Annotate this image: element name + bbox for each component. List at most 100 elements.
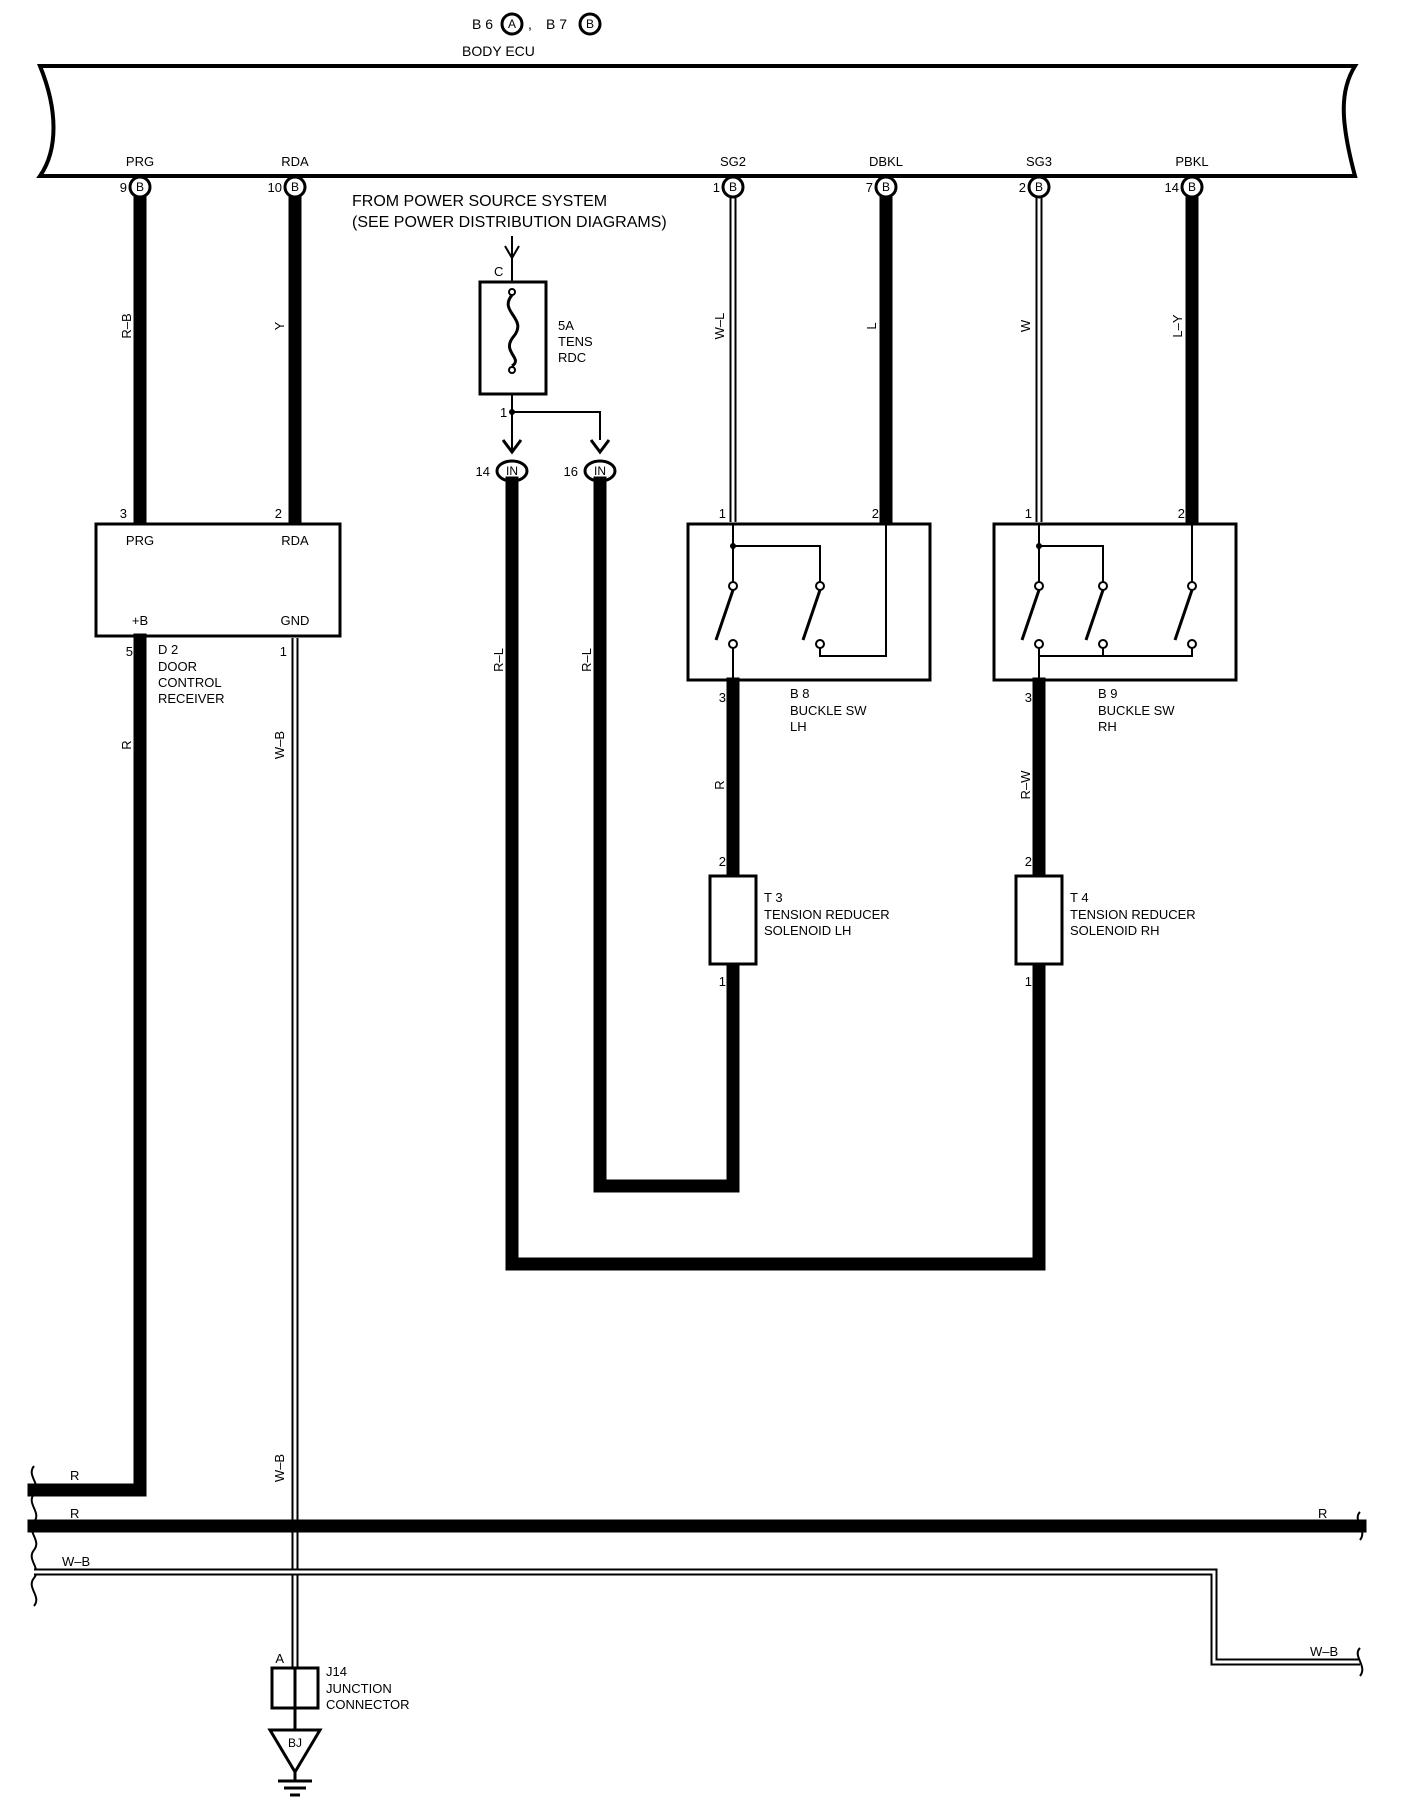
ecu-connector-header: B 6 A , B 7 B BODY ECU (462, 12, 602, 59)
receiver-pin-name: PRG (126, 533, 154, 548)
switch-contact (815, 639, 825, 649)
junction-connector-name-2: CONNECTOR (326, 1697, 410, 1712)
buckle-pin: 3 (1025, 690, 1032, 705)
connector-type-badge (283, 175, 307, 199)
receiver-name-2: CONTROL (158, 675, 222, 690)
receiver-name-3: RECEIVER (158, 691, 224, 706)
receiver-pin-name: +B (132, 613, 148, 628)
connector-type-label: B (586, 17, 594, 31)
wire-color-label: W–B (272, 731, 287, 759)
buckle-pin: 2 (1178, 506, 1185, 521)
switch-contact (1098, 581, 1108, 591)
junction-label: IN (594, 464, 606, 478)
wire-color-labels-top: R–B Y W–L L W L–Y (119, 313, 1185, 340)
junction-pin: 16 (564, 464, 578, 479)
receiver-box (94, 522, 342, 638)
switch-contact (728, 581, 738, 591)
solenoid-pin: 2 (1025, 854, 1032, 869)
fuse-amp: 5A (558, 318, 574, 333)
solenoid-code: T 3 (764, 890, 783, 905)
connector-type-badge (721, 175, 745, 199)
switch-blade-icon (714, 589, 735, 641)
switch-contact (815, 581, 825, 591)
ecu-pin-number: 9 (120, 180, 127, 195)
connector-type-label: B (1035, 180, 1043, 194)
wire-in16-rl (593, 476, 740, 1193)
fuse-in-pin: C (494, 264, 503, 279)
buckle-box-lh (686, 522, 932, 682)
bus-left-breaks (30, 1465, 38, 1607)
junction-in-16: 16 IN (564, 459, 617, 483)
connector-type-label: B (729, 180, 737, 194)
solenoid-pin: 1 (719, 974, 726, 989)
solenoid-pin: 1 (1025, 974, 1032, 989)
connector-type-label: B (882, 180, 890, 194)
wire-color-label: W–B (1310, 1644, 1338, 1659)
solenoid-rh: 2 1 T 4 TENSION REDUCER SOLENOID RH (1014, 854, 1196, 989)
wire-color-label: Y (272, 321, 287, 330)
ecu-pin-name: DBKL (869, 154, 903, 169)
door-control-receiver: 3 2 PRG RDA +B GND 5 1 D 2 DOOR CONTROL … (94, 506, 342, 706)
connector-type-label: B (291, 180, 299, 194)
wire-color-label: R (712, 780, 727, 789)
junction-in-14: 14 IN (476, 459, 529, 483)
solenoid-name-2: SOLENOID LH (764, 923, 851, 938)
switch-blade-icon (1020, 589, 1041, 641)
connector-type-badge (128, 175, 152, 199)
junction-label: IN (506, 464, 518, 478)
receiver-pin-name: GND (281, 613, 310, 628)
bus-wb (34, 1568, 1360, 1666)
connector-type-badge (874, 175, 898, 199)
connector-type-badge (578, 12, 602, 36)
buckle-switch-rh: 1 2 3 B 9 BUCKLE SW RH (992, 506, 1238, 734)
ground-label: BJ (288, 1736, 302, 1750)
connector-type-label: B (136, 180, 144, 194)
buckle-code: B 9 (1098, 686, 1118, 701)
ecu-pin-number: 14 (1165, 180, 1179, 195)
wire-color-label: R (70, 1506, 79, 1521)
connector-type-label: B (1188, 180, 1196, 194)
receiver-pin: 5 (126, 644, 133, 659)
switch-contact (1187, 581, 1197, 591)
junction-connector-pin: A (275, 1651, 284, 1666)
connector-type-badge (1180, 175, 1204, 199)
junction-pin: 14 (476, 464, 490, 479)
wire-color-label: W–B (272, 1454, 287, 1482)
switch-contact (1187, 639, 1197, 649)
solenoid-name-1: TENSION REDUCER (764, 907, 890, 922)
fuse-out-pin: 1 (500, 405, 507, 420)
buckle-name-1: BUCKLE SW (1098, 703, 1175, 718)
buckle-code: B 8 (790, 686, 810, 701)
wire-color-label: W (1018, 319, 1033, 332)
receiver-name-1: DOOR (158, 659, 197, 674)
wire-in14-rl (505, 476, 1046, 1271)
ecu-pin-name: PBKL (1175, 154, 1208, 169)
separator: , (528, 16, 532, 32)
buckle-name-2: RH (1098, 719, 1117, 734)
switch-blade-icon (801, 589, 822, 641)
ecu-pin-names: PRG RDA SG2 DBKL SG3 PBKL (126, 154, 1209, 169)
switch-blade-icon (1084, 589, 1105, 641)
buckle-name-1: BUCKLE SW (790, 703, 867, 718)
wire-color-label: L–Y (1170, 314, 1185, 337)
ecu-pin-number: 7 (866, 180, 873, 195)
switch-contact (1034, 639, 1044, 649)
solenoid-lh: 2 1 T 3 TENSION REDUCER SOLENOID LH (708, 854, 890, 997)
receiver-pin: 2 (275, 506, 282, 521)
wire-color-label: R–B (119, 313, 134, 338)
arrow-down-icon (589, 439, 611, 455)
junction-connector-j14: A J14 JUNCTION CONNECTOR (270, 1651, 410, 1730)
buckle-pin: 1 (719, 506, 726, 521)
buckle-name-2: LH (790, 719, 807, 734)
solenoid-name-1: TENSION REDUCER (1070, 907, 1196, 922)
ecu-pin-terminals: 9 B 10 B 1 B 7 B 2 B 14 B (120, 175, 1204, 199)
wire-plus-b (27, 633, 147, 1497)
solenoid-code: T 4 (1070, 890, 1089, 905)
fuse-tens-rdc: C 5A TENS RDC 1 (478, 236, 611, 455)
ecu-pin-name: SG2 (720, 154, 746, 169)
wire-color-label: R–W (1018, 770, 1033, 800)
solenoid-pin: 2 (719, 854, 726, 869)
connector-type-badge (1027, 175, 1051, 199)
buckle-switch-lh: 1 2 3 B 8 BUCKLE SW LH (686, 506, 932, 734)
